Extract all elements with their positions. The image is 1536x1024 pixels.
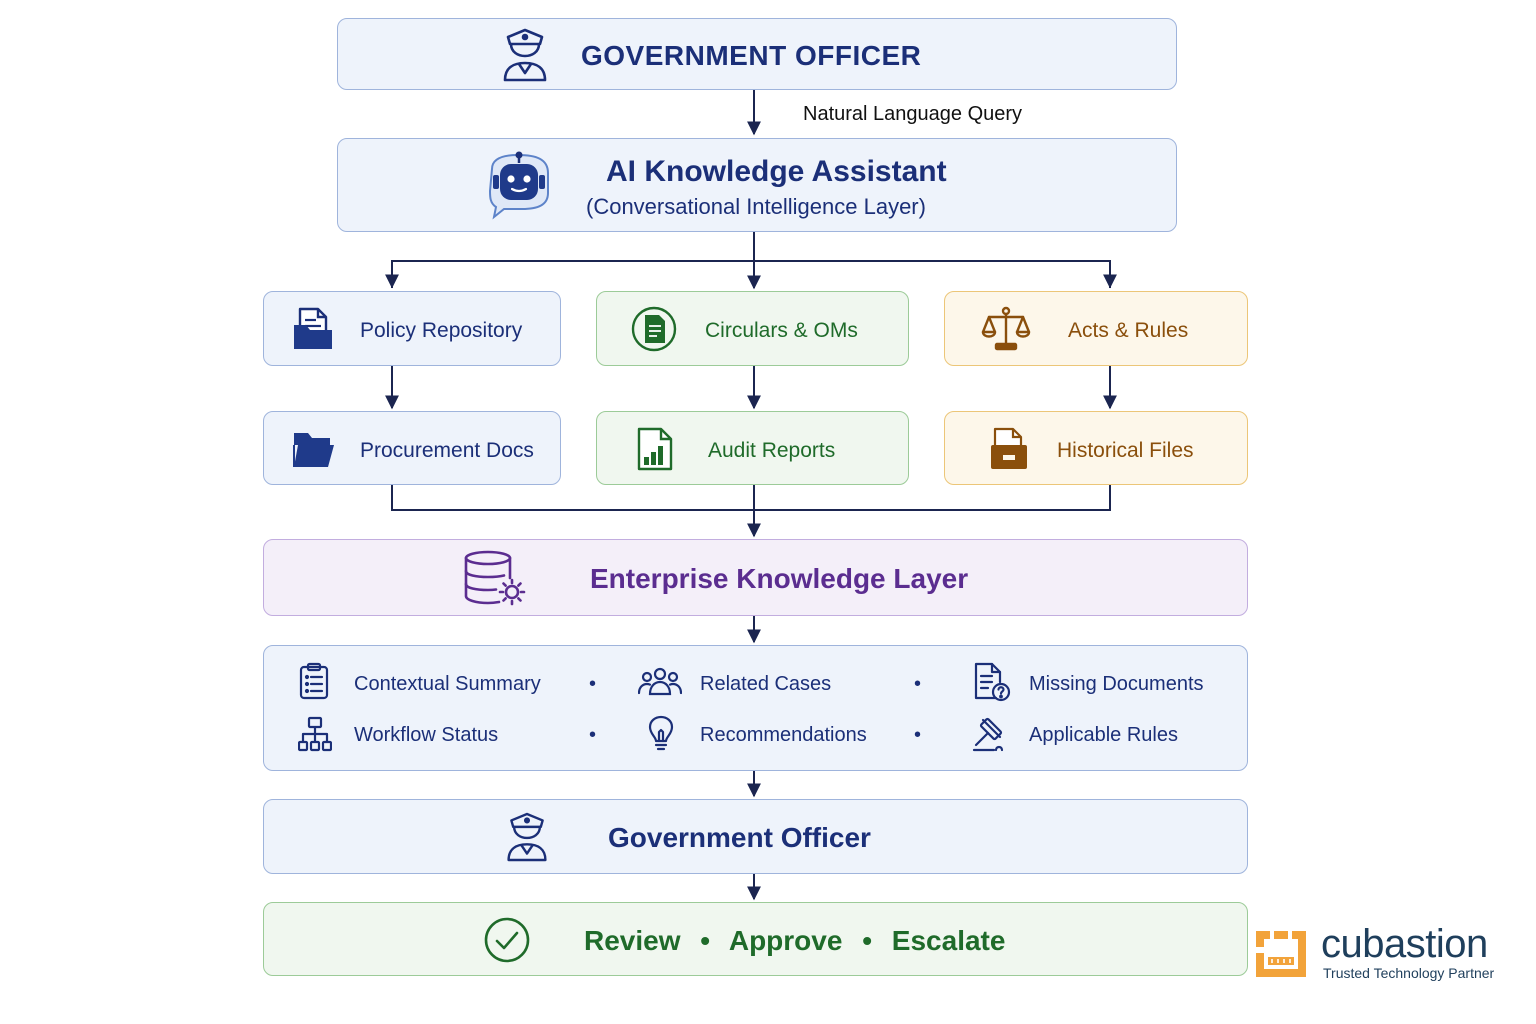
source-label: Audit Reports xyxy=(708,439,836,462)
separator-dot: • xyxy=(914,724,922,746)
source-label: Acts & Rules xyxy=(1068,319,1189,342)
outputs-box: Contextual Summary • Related Cases • Mis… xyxy=(263,645,1248,771)
brand-logo-icon xyxy=(1254,925,1308,979)
source-historical-files: Historical Files xyxy=(944,411,1248,485)
output-label: Recommendations xyxy=(700,724,867,746)
officer-icon xyxy=(504,811,550,863)
assistant-title: AI Knowledge Assistant xyxy=(606,155,947,188)
assistant-box: AI Knowledge Assistant (Conversational I… xyxy=(337,138,1177,232)
action-escalate[interactable]: Escalate xyxy=(891,925,1006,956)
output-label: Workflow Status xyxy=(354,724,499,746)
officer-icon xyxy=(500,27,550,83)
org-chart-icon xyxy=(298,716,332,752)
source-label: Procurement Docs xyxy=(360,439,534,462)
action-review[interactable]: Review xyxy=(584,925,681,956)
separator-dot: • xyxy=(589,724,597,746)
source-acts-rules: Acts & Rules xyxy=(944,291,1248,366)
assistant-subtitle: (Conversational Intelligence Layer) xyxy=(586,194,926,219)
top-officer-title: GOVERNMENT OFFICER xyxy=(581,40,922,71)
bottom-officer-box: Government Officer xyxy=(263,799,1248,874)
output-label: Missing Documents xyxy=(1029,673,1204,695)
output-label: Contextual Summary xyxy=(354,673,541,695)
people-group-icon xyxy=(638,666,682,698)
folder-icon xyxy=(292,429,336,469)
check-circle-icon xyxy=(483,916,531,964)
action-approve[interactable]: Approve xyxy=(728,925,843,956)
source-policy-repository: Policy Repository xyxy=(263,291,561,366)
source-label: Policy Repository xyxy=(360,319,523,342)
actions-row: Review • Approve • Escalate xyxy=(584,927,1005,955)
gavel-icon xyxy=(972,716,1010,752)
database-gear-icon xyxy=(462,550,530,608)
separator-dot: • xyxy=(914,673,922,695)
source-audit-reports: Audit Reports xyxy=(596,411,909,485)
source-label: Historical Files xyxy=(1057,439,1194,462)
enterprise-title: Enterprise Knowledge Layer xyxy=(590,563,969,594)
policy-folder-icon xyxy=(292,307,334,351)
query-label: Natural Language Query xyxy=(803,103,1023,125)
bar-chart-document-icon xyxy=(637,427,675,471)
clipboard-list-icon xyxy=(298,662,330,700)
lightbulb-icon xyxy=(648,715,674,753)
enterprise-layer-box: Enterprise Knowledge Layer xyxy=(263,539,1248,616)
actions-box: Review • Approve • Escalate xyxy=(263,902,1248,976)
brand-tagline: Trusted Technology Partner xyxy=(1323,965,1495,981)
source-circulars-oms: Circulars & OMs xyxy=(596,291,909,366)
separator-dot: • xyxy=(862,925,873,956)
separator-dot: • xyxy=(700,925,711,956)
brand-name: cubastion xyxy=(1321,922,1488,966)
top-officer-box: GOVERNMENT OFFICER xyxy=(337,18,1177,90)
output-label: Applicable Rules xyxy=(1029,724,1178,746)
separator-dot: • xyxy=(589,673,597,695)
circular-document-icon xyxy=(630,305,678,353)
source-label: Circulars & OMs xyxy=(705,319,858,342)
source-procurement-docs: Procurement Docs xyxy=(263,411,561,485)
scales-icon xyxy=(981,306,1031,352)
bottom-officer-title: Government Officer xyxy=(608,822,871,853)
output-label: Related Cases xyxy=(700,673,832,695)
archive-box-icon xyxy=(989,427,1029,471)
robot-chat-icon xyxy=(482,151,556,221)
document-question-icon xyxy=(972,662,1012,702)
